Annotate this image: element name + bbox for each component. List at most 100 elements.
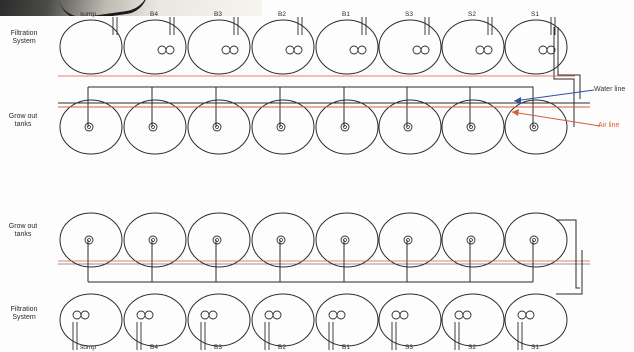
tank-drain <box>530 123 538 131</box>
top-filtration-tank <box>188 20 250 74</box>
tank-port <box>400 311 408 319</box>
tank-drain <box>213 123 221 131</box>
top-column-label: S1 <box>520 11 550 19</box>
top-column-label: B3 <box>203 11 233 19</box>
bottom-filtration-tank <box>252 294 314 346</box>
tank-port <box>201 311 209 319</box>
top-column-label: B4 <box>139 11 169 19</box>
air-arrowhead <box>512 109 519 116</box>
standpipe <box>234 17 238 35</box>
tank-port <box>463 311 471 319</box>
top-filtration-tank <box>379 20 441 74</box>
bottom-growout-tank <box>505 213 567 267</box>
tank-drain <box>149 236 157 244</box>
bottom-column-label: S1 <box>520 344 550 352</box>
top-growout-tank <box>442 100 504 154</box>
bottom-growout-tank <box>252 213 314 267</box>
top-return-pipe <box>554 27 574 127</box>
tank-port <box>145 311 153 319</box>
bottom-growout-tank <box>124 213 186 267</box>
top-column-label: S2 <box>457 11 487 19</box>
tank-port <box>81 311 89 319</box>
tank-drain <box>85 236 93 244</box>
tank-port <box>421 46 429 54</box>
tank-port <box>413 46 421 54</box>
standpipe <box>170 17 174 35</box>
tank-port <box>137 311 145 319</box>
standpipe <box>425 17 429 35</box>
tank-port <box>222 46 230 54</box>
bottom-column-label: S2 <box>457 344 487 352</box>
bottom-growout-tank <box>60 213 122 267</box>
top-column-label: sump <box>73 11 103 19</box>
bottom-filtration-tank <box>442 294 504 346</box>
tank-port <box>273 311 281 319</box>
tank-port <box>358 46 366 54</box>
tank-drain <box>149 123 157 131</box>
top-filtration-tank <box>124 20 186 74</box>
standpipe <box>113 17 117 35</box>
tank-port <box>158 46 166 54</box>
tank-port <box>329 311 337 319</box>
top-growout-tank <box>124 100 186 154</box>
bottom-filtration-tank <box>188 294 250 346</box>
tank-drain <box>85 123 93 131</box>
bottom-column-label: B2 <box>267 344 297 352</box>
top-filtration-tank <box>316 20 378 74</box>
top-filtration-label: Filtration System <box>4 30 44 46</box>
bottom-filtration-tank <box>505 294 567 346</box>
top-growout-tank <box>188 100 250 154</box>
water-line-label: Water line <box>594 86 625 93</box>
tank-drain <box>213 236 221 244</box>
tank-port <box>265 311 273 319</box>
bottom-filtration-tank <box>60 294 122 346</box>
tank-port <box>209 311 217 319</box>
tank-drain <box>404 123 412 131</box>
top-growout-tank <box>505 100 567 154</box>
top-column-label: S3 <box>394 11 424 19</box>
bottom-column-label: B4 <box>139 344 169 352</box>
air-arrow <box>512 112 600 126</box>
bottom-column-label: S3 <box>394 344 424 352</box>
top-growout-label: Grow out tanks <box>6 113 40 129</box>
bottom-column-label: B3 <box>203 344 233 352</box>
tank-drain <box>341 123 349 131</box>
tank-port <box>337 311 345 319</box>
tank-drain <box>467 236 475 244</box>
tank-drain <box>277 123 285 131</box>
tank-port <box>476 46 484 54</box>
tank-port <box>73 311 81 319</box>
tank-drain <box>404 236 412 244</box>
tank-port <box>286 46 294 54</box>
bottom-filtration-tank <box>316 294 378 346</box>
tank-drain <box>341 236 349 244</box>
top-growout-tank <box>316 100 378 154</box>
top-growout-tank <box>379 100 441 154</box>
top-growout-tank <box>60 100 122 154</box>
tank-port <box>230 46 238 54</box>
tank-port <box>294 46 302 54</box>
bottom-column-label: B1 <box>331 344 361 352</box>
bottom-return-pipe <box>556 220 580 288</box>
tank-port <box>455 311 463 319</box>
standpipe <box>298 17 302 35</box>
top-column-label: B2 <box>267 11 297 19</box>
bottom-growout-tank <box>442 213 504 267</box>
tank-port <box>518 311 526 319</box>
tank-drain <box>467 123 475 131</box>
top-column-label: B1 <box>331 11 361 19</box>
top-filtration-tank <box>252 20 314 74</box>
bottom-growout-label: Grow out tanks <box>6 223 40 239</box>
tank-port <box>166 46 174 54</box>
tank-drain <box>277 236 285 244</box>
tank-drain <box>530 236 538 244</box>
tank-port <box>350 46 358 54</box>
standpipe <box>362 17 366 35</box>
bottom-filtration-tank <box>124 294 186 346</box>
top-growout-tank <box>252 100 314 154</box>
standpipe <box>488 17 492 35</box>
bottom-growout-tank <box>316 213 378 267</box>
air-line-label: Air line <box>598 122 619 129</box>
tank-port <box>392 311 400 319</box>
tank-port <box>484 46 492 54</box>
